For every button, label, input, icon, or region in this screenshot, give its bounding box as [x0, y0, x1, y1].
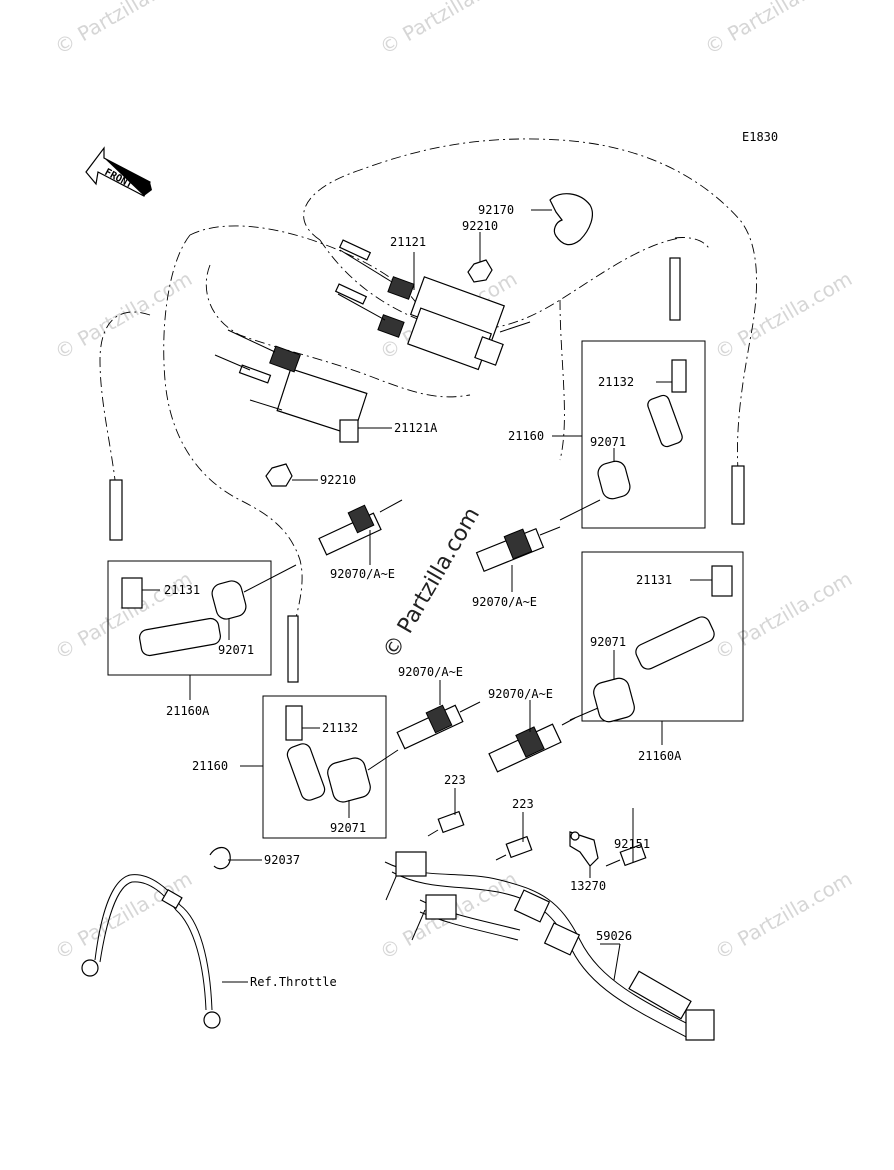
nut-92210-mid: [265, 463, 293, 487]
bolt-223-b: [495, 835, 533, 861]
label-92070-c[interactable]: 92070/A~E: [398, 665, 463, 679]
label-92071-right[interactable]: 92071: [590, 435, 626, 449]
label-21132-left[interactable]: 21132: [322, 721, 358, 735]
watermark: © Partzilla.com: [711, 266, 857, 364]
watermark-center: © Partzilla.com: [379, 503, 486, 663]
label-21121[interactable]: 21121: [390, 235, 426, 249]
label-21160A-right[interactable]: 21160A: [638, 749, 682, 763]
watermark: © Partzilla.com: [51, 266, 197, 364]
nut-92210-top: [467, 259, 493, 283]
ignition-coil-21121A: [214, 329, 368, 443]
label-92071-left-2[interactable]: 92071: [330, 821, 366, 835]
plug-cap-21160A-left: [109, 479, 297, 657]
label-92037[interactable]: 92037: [264, 853, 300, 867]
clamp-13270: [569, 831, 599, 867]
label-92071-left[interactable]: 92071: [218, 643, 254, 657]
label-21160-right[interactable]: 21160: [508, 429, 544, 443]
leader-lines: [142, 209, 712, 983]
label-92070-d[interactable]: 92070/A~E: [488, 687, 553, 701]
label-92210-mid[interactable]: 92210: [320, 473, 356, 487]
label-92151[interactable]: 92151: [614, 837, 650, 851]
ignition-coil-21121: [334, 239, 531, 371]
label-13270[interactable]: 13270: [570, 879, 606, 893]
label-21160-left[interactable]: 21160: [192, 759, 228, 773]
label-21121A[interactable]: 21121A: [394, 421, 438, 435]
watermark: © Partzilla.com: [51, 866, 197, 964]
watermark: © Partzilla.com: [711, 866, 857, 964]
label-92071-right-2[interactable]: 92071: [590, 635, 626, 649]
spark-plug-d: [488, 717, 576, 773]
plug-cap-21160-right: [559, 257, 687, 521]
wire-harness-outline: [99, 138, 758, 619]
label-92070-a[interactable]: 92070/A~E: [330, 567, 395, 581]
part-labels: 92170 92210 21121 21121A 92210 21132 211…: [164, 203, 682, 989]
wire-harness-59026: [384, 851, 715, 1041]
spark-plug-b: [475, 526, 561, 573]
spark-plug-c: [396, 701, 481, 750]
label-21132-right[interactable]: 21132: [598, 375, 634, 389]
label-92210-top[interactable]: 92210: [462, 219, 498, 233]
plug-cap-21160A-right: [569, 465, 745, 723]
label-223-b[interactable]: 223: [512, 797, 534, 811]
label-92070-b[interactable]: 92070/A~E: [472, 595, 537, 609]
clip-92170: [549, 193, 593, 246]
bolt-223-a: [427, 810, 465, 837]
label-21131-left[interactable]: 21131: [164, 583, 200, 597]
label-92170[interactable]: 92170: [478, 203, 514, 217]
label-59026[interactable]: 59026: [596, 929, 632, 943]
plug-cap-21160-left: [285, 615, 399, 803]
diagram-code: E1830: [742, 130, 778, 144]
front-arrow-icon: FRONT: [85, 146, 152, 197]
watermark: © Partzilla.com: [51, 0, 197, 59]
label-223-a[interactable]: 223: [444, 773, 466, 787]
spark-plug-a: [318, 499, 403, 556]
watermark: © Partzilla.com: [376, 0, 522, 59]
label-ref-throttle[interactable]: Ref.Throttle: [250, 975, 337, 989]
plug-cap-box-21160-right: [581, 340, 706, 529]
watermark: © Partzilla.com: [701, 0, 847, 59]
label-21160A-left[interactable]: 21160A: [166, 704, 210, 718]
label-21131-right[interactable]: 21131: [636, 573, 672, 587]
throttle-bracket: [81, 846, 231, 1029]
plug-cap-box-21160-left: [262, 695, 387, 839]
